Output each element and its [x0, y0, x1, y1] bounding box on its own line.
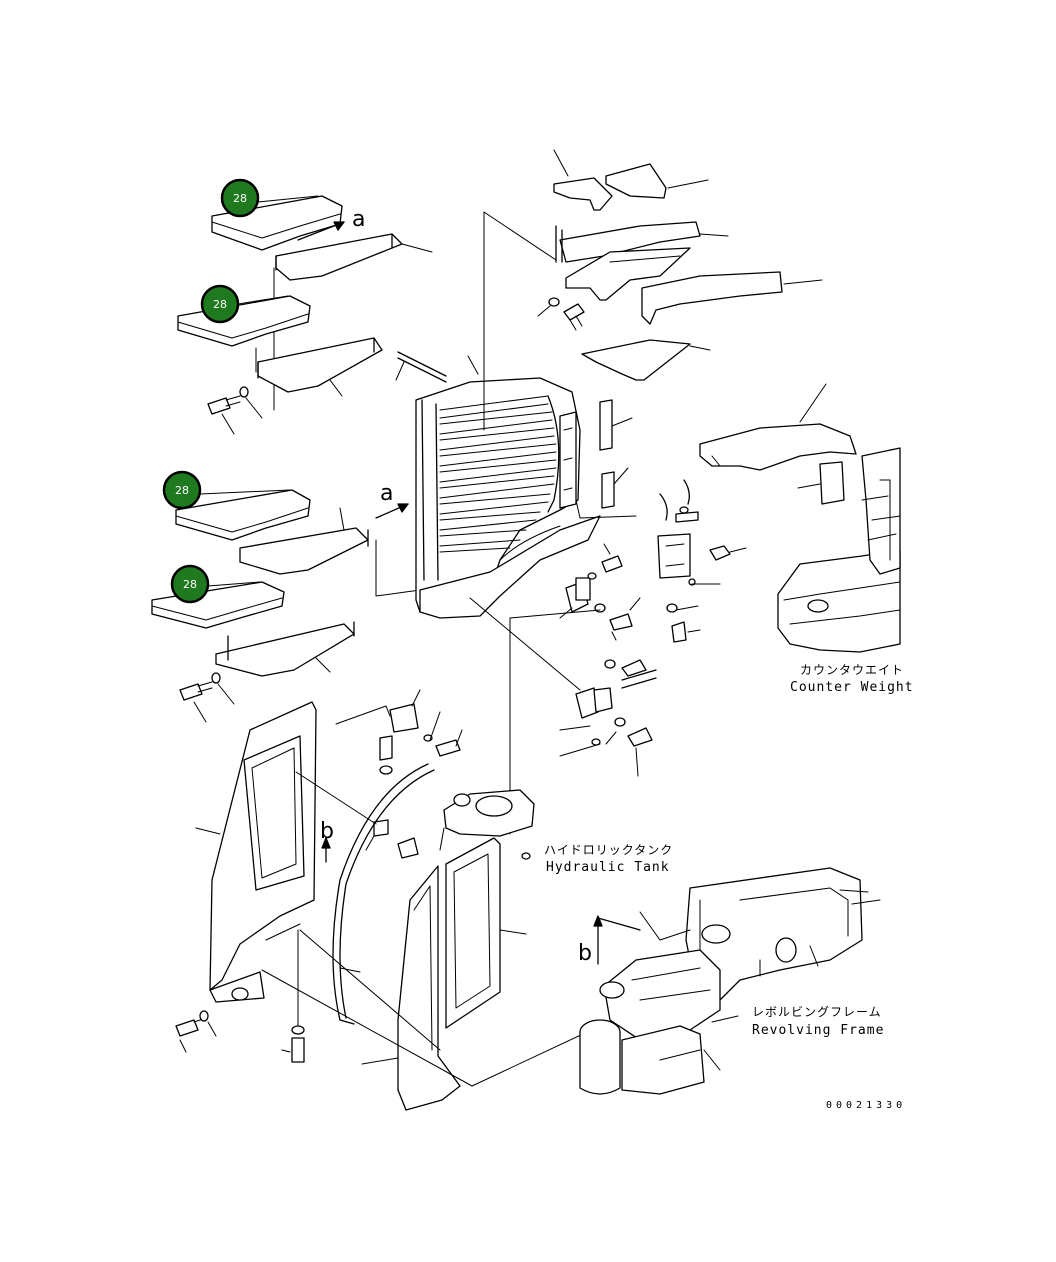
revolving-frame: [579, 867, 881, 1095]
part-badge-4-circle: [170, 564, 210, 604]
counterweight-block: [797, 461, 845, 505]
cover-plate-3: [175, 489, 311, 541]
view-marker-a-top: a: [297, 207, 365, 241]
view-marker-b-left: b: [320, 819, 334, 863]
part-badge-1-label: 28: [233, 192, 247, 205]
view-marker-a-top-label: a: [352, 207, 365, 232]
side-door-left: [195, 701, 317, 1003]
rod-part: [395, 351, 447, 383]
door-catch-parts: [295, 689, 463, 859]
tank-door-frame: [361, 865, 461, 1111]
hydraulic-tank-cap: [439, 789, 535, 860]
bracket-4: [215, 621, 355, 677]
cover-plate-2: [177, 295, 311, 347]
cover-plate-4: [151, 581, 285, 629]
hinge-2: [559, 659, 657, 777]
part-badge-3-label: 28: [175, 484, 189, 497]
part-badge-4: 28: [170, 564, 261, 604]
rubber-stopper-2: [601, 467, 629, 509]
hydraulic-tank-label-jp: ハイドロリックタンク: [544, 843, 673, 857]
vertical-bolt-stack: [281, 929, 305, 1063]
grille-panel: [415, 377, 601, 619]
top-bolt-washer: [537, 297, 585, 331]
top-cover-side: [641, 271, 823, 325]
part-badge-3-circle: [162, 470, 202, 510]
counterweight-body: [777, 447, 901, 653]
bracket-1: [273, 233, 433, 411]
latch-bracket: [559, 411, 637, 519]
view-marker-b-left-label: b: [320, 819, 334, 844]
leader-lines-bottom: [261, 929, 601, 1087]
bracket-2: [255, 337, 383, 397]
top-flat-plate: [581, 339, 711, 381]
part-badge-1-circle: [220, 178, 260, 218]
part-badge-4-label: 28: [183, 578, 197, 591]
view-marker-b-right-label: b: [578, 941, 592, 966]
bracket-3: [239, 507, 421, 597]
tank-side-cover: [445, 837, 527, 1029]
rubber-stopper-1: [599, 399, 633, 451]
part-badge-2: 28: [200, 284, 289, 324]
part-badge-2-label: 28: [213, 298, 227, 311]
bolt-washer-set-2: [179, 672, 235, 723]
door-bolt-washer: [175, 1010, 217, 1053]
bolt-washer-set-1: [207, 386, 263, 435]
counterweight-top-cover: [699, 383, 857, 471]
revolving-frame-label-jp: レボルビングフレーム: [752, 1005, 882, 1019]
top-cover-plate: [555, 221, 729, 263]
view-marker-a-mid: a: [375, 481, 409, 519]
leader-lines-top: [467, 211, 557, 431]
hinge-1: [559, 543, 641, 641]
counterweight-label-jp: カウンタウエイト: [800, 663, 904, 677]
part-badge-2-circle: [200, 284, 240, 324]
part-badge-3: 28: [162, 470, 291, 510]
hydraulic-tank-label-en: Hydraulic Tank: [546, 860, 670, 875]
part-badge-1: 28: [220, 178, 319, 218]
drawing-code: 00021330: [826, 1100, 906, 1111]
top-cover-block-1: [553, 149, 613, 211]
view-marker-b-right: b: [578, 915, 641, 966]
view-marker-a-mid-label: a: [380, 481, 393, 506]
revolving-frame-label-en: Revolving Frame: [752, 1023, 884, 1038]
hinge-bracket-right: [657, 479, 747, 643]
seal-strip: [332, 763, 435, 1025]
cover-plate-1: [211, 195, 343, 251]
top-cover-block-2: [605, 163, 709, 199]
counterweight-label-en: Counter Weight: [790, 680, 914, 695]
top-cover-angled: [565, 247, 691, 301]
